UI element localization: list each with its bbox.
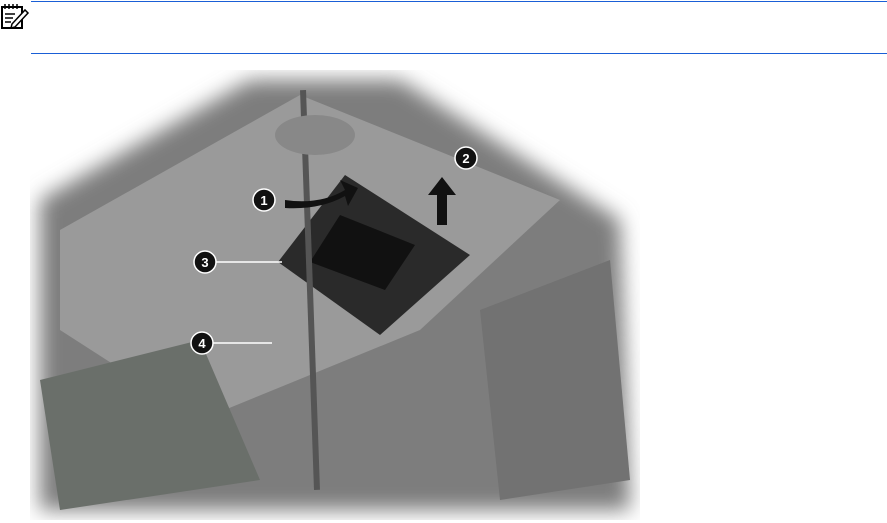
lift-arrow-icon [428, 177, 456, 225]
callout-3-label: 3 [201, 255, 208, 270]
processor-die [310, 215, 415, 290]
callout-4-label: 4 [198, 336, 206, 351]
callout-2-label: 2 [462, 151, 469, 166]
note-icon [1, 4, 30, 30]
callout-4: 4 [190, 331, 214, 355]
component-removal-illustration: 1 2 3 4 [40, 80, 630, 510]
note-bottom-rule [31, 53, 887, 54]
screwdriver-shaft [300, 90, 320, 490]
callout-2: 2 [454, 146, 478, 170]
screwdriver-handle [275, 115, 355, 155]
callout-1-label: 1 [260, 193, 267, 208]
memory-module [40, 340, 260, 510]
callout-3: 3 [193, 250, 217, 274]
note-top-rule [31, 1, 887, 2]
rotate-arrow-icon [285, 180, 358, 209]
fan-area [480, 260, 630, 500]
callout-1: 1 [252, 188, 276, 212]
